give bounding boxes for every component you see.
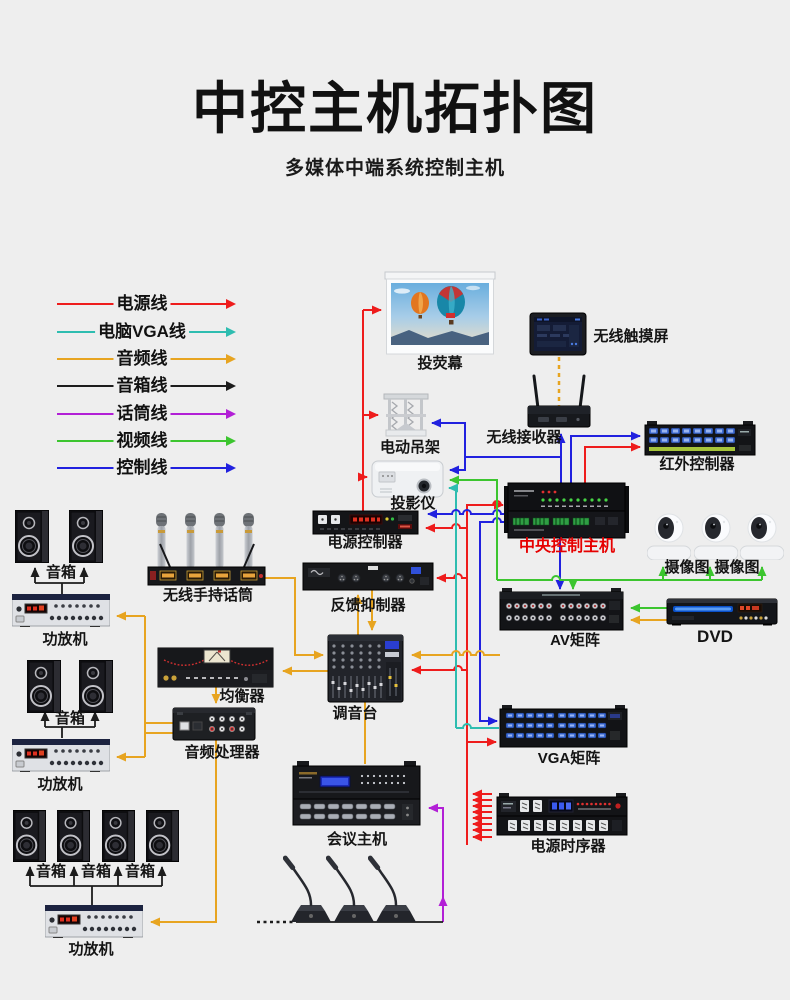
label-wireless-mic: 无线手持话筒 [162, 587, 254, 604]
legend-item-audio: 音频线 [57, 348, 236, 369]
page-title: 中控主机拓扑图 [192, 77, 598, 140]
av-matrix [499, 588, 624, 631]
touch-panel [529, 312, 587, 356]
power-controller [312, 510, 419, 535]
conference-mic [368, 853, 418, 922]
legend-item-power: 电源线 [57, 293, 236, 314]
camera-2 [694, 513, 738, 560]
legend-label: 电源线 [113, 293, 171, 314]
speaker [27, 660, 61, 713]
label-amp-a: 功放机 [42, 631, 88, 648]
legend-label: 话筒线 [113, 403, 171, 424]
legend-item-video: 视频线 [57, 430, 236, 451]
speaker [146, 810, 179, 862]
label-speaker-c1: 音箱 [35, 863, 67, 880]
audio-processor [172, 707, 256, 741]
dvd-player [666, 598, 778, 626]
speaker [15, 510, 49, 563]
label-speaker-c2: 音箱 [80, 863, 112, 880]
audio-mixer [327, 634, 404, 703]
label-receiver: 无线接收器 [486, 429, 562, 446]
label-power-controller: 电源控制器 [327, 534, 403, 551]
legend-label: 音频线 [113, 348, 171, 369]
label-ir-controller: 红外控制器 [659, 456, 735, 473]
page-subtitle: 多媒体中端系统控制主机 [284, 158, 505, 179]
label-mixer: 调音台 [332, 705, 378, 722]
vga-matrix [499, 705, 628, 748]
wires-layer [25, 305, 767, 927]
arrow-icon [226, 381, 236, 391]
projector [371, 460, 444, 498]
speaker [79, 660, 113, 713]
legend-label: 电脑VGA线 [95, 321, 189, 342]
amplifier [12, 739, 110, 772]
label-hanger: 电动吊架 [379, 439, 441, 456]
label-conference-host: 会议主机 [326, 831, 388, 848]
equalizer [157, 647, 274, 688]
arrow-icon [226, 327, 236, 337]
arrow-icon [226, 436, 236, 446]
conference-host [292, 761, 421, 826]
mic-line-up-arrow [438, 896, 448, 906]
speaker [102, 810, 135, 862]
label-speaker-a: 音箱 [45, 564, 77, 581]
motor-lift [383, 393, 429, 437]
label-equalizer: 均衡器 [219, 688, 265, 705]
projection-screen [384, 271, 496, 355]
conference-mic [283, 853, 333, 922]
label-camera-2: 摄像图 [714, 559, 760, 576]
label-central-host: 中央控制主机 [518, 538, 616, 555]
label-speaker-b: 音箱 [54, 710, 86, 727]
feedback-suppressor [302, 562, 434, 591]
conference-mic [326, 853, 376, 922]
label-av-matrix: AV矩阵 [550, 632, 600, 649]
label-projector: 投影仪 [390, 495, 436, 512]
arrow-icon [226, 463, 236, 473]
arrow-icon [226, 354, 236, 364]
label-camera-1: 摄像图 [664, 559, 710, 576]
legend-label: 控制线 [113, 457, 171, 478]
label-amp-b: 功放机 [37, 776, 83, 793]
amplifier [12, 594, 110, 627]
label-screen: 投荧幕 [417, 355, 463, 372]
label-touch-panel: 无线触摸屏 [593, 328, 669, 345]
legend-item-mic: 话筒线 [57, 403, 236, 424]
label-sequencer: 电源时序器 [530, 838, 606, 855]
wireless-mic-set [147, 513, 266, 586]
label-amp-c: 功放机 [68, 941, 114, 958]
label-feedback: 反馈抑制器 [330, 597, 406, 614]
amplifier [45, 905, 143, 938]
speaker [57, 810, 90, 862]
label-speaker-c3: 音箱 [124, 863, 156, 880]
wireless-receiver [527, 374, 591, 428]
power-sequencer [496, 793, 628, 836]
legend-item-speaker: 音箱线 [57, 375, 236, 396]
arrow-icon [226, 299, 236, 309]
label-dvd: DVD [697, 627, 733, 646]
speaker [13, 810, 46, 862]
speaker [69, 510, 103, 563]
arrow-icon [226, 409, 236, 419]
label-audio-processor: 音频处理器 [184, 744, 260, 761]
legend-label: 音箱线 [113, 375, 171, 396]
camera-3 [740, 513, 784, 560]
ir-controller [644, 421, 756, 456]
legend-label: 视频线 [113, 430, 171, 451]
central-control-host [504, 482, 629, 539]
legend-item-vga: 电脑VGA线 [57, 321, 236, 342]
legend-item-control: 控制线 [57, 457, 236, 478]
camera-1 [647, 513, 691, 560]
label-vga-matrix: VGA矩阵 [537, 750, 601, 767]
